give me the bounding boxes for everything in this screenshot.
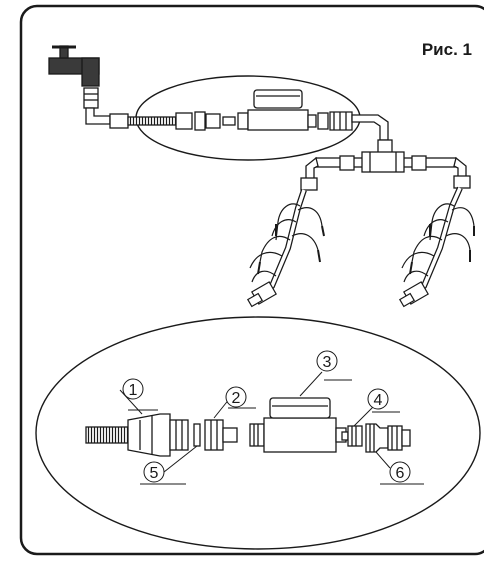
callout-1: 1 (119, 378, 158, 415)
right-elbow (453, 156, 467, 179)
callout-label: 5 (150, 465, 159, 482)
top-nut-1 (109, 113, 129, 129)
callout-5: 5 (140, 445, 198, 485)
callout-label: 4 (374, 392, 383, 409)
top-tube (222, 116, 236, 126)
figure-title: Рис. 1 (421, 40, 472, 59)
tee-nut-right (411, 155, 427, 171)
top-meter-head (253, 89, 303, 109)
callout-label: 1 (129, 382, 138, 399)
top-quick-connector (329, 111, 353, 131)
water-tap-icon (48, 45, 100, 87)
part-6-quick-connector (365, 423, 411, 453)
callout-label: 3 (323, 354, 332, 371)
tap-connector (83, 87, 99, 109)
part-4-reducer (341, 425, 363, 447)
tee-body (361, 151, 405, 173)
exploded-parts (85, 397, 411, 457)
left-spike-assembly (246, 189, 325, 308)
tee-nut-left (339, 155, 355, 171)
part-5-washer (193, 423, 201, 447)
callout-label: 2 (232, 390, 241, 407)
detail-ellipse-bottom (35, 316, 481, 550)
top-meter-inlet (237, 112, 249, 130)
callout-2: 2 (213, 386, 256, 419)
top-coupling (205, 113, 221, 129)
part-1-filter (85, 413, 189, 457)
top-reducer (317, 112, 329, 130)
right-end-nut (453, 175, 471, 189)
top-assembly (48, 45, 471, 191)
figure-frame (19, 4, 484, 556)
top-filter-body (127, 116, 177, 126)
callout-label: 6 (396, 465, 405, 482)
right-spike-assembly (398, 186, 475, 308)
part-3-meter (249, 397, 347, 453)
callout-3: 3 (299, 350, 352, 397)
callout-4: 4 (353, 388, 400, 427)
left-end-nut (300, 177, 318, 191)
part-2-adapter (204, 419, 238, 451)
left-elbow (305, 156, 319, 181)
top-meter-body (247, 109, 309, 131)
top-filter-cap (175, 112, 193, 130)
top-adapter (194, 111, 206, 131)
pipe-elbow (85, 107, 111, 125)
top-meter-outlet (307, 114, 317, 128)
callout-6: 6 (375, 451, 424, 485)
